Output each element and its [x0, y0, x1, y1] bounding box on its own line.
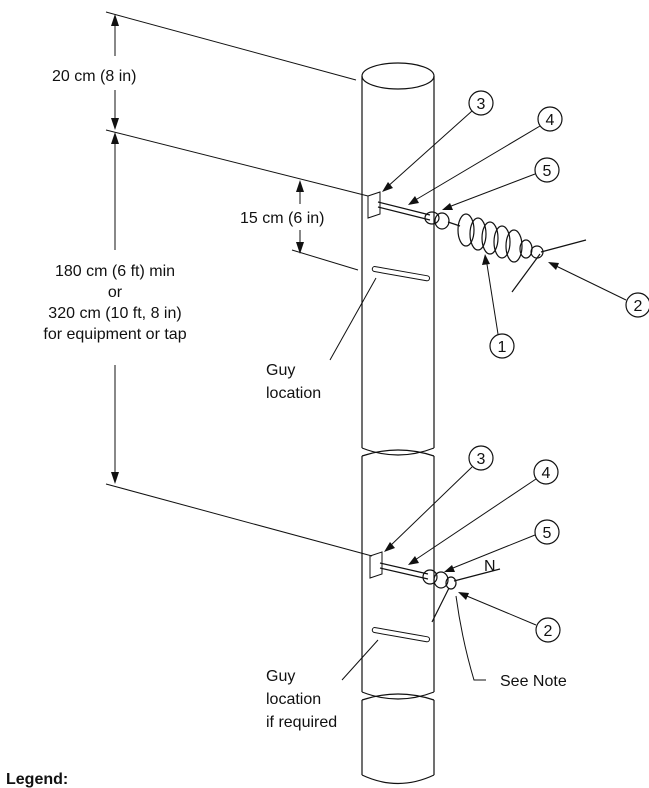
pole-break-upper-a	[361, 447, 435, 456]
lower-guy-wire	[431, 587, 450, 623]
guy-location-label-line2: location	[266, 385, 321, 402]
see-note-label: See Note	[500, 673, 567, 690]
dim-top-offset-label: 20 cm (8 in)	[52, 68, 136, 85]
pole	[361, 62, 435, 784]
pole-top-cap	[361, 62, 435, 90]
callout-upper-3	[468, 90, 494, 116]
dim-guy-offset-label: 15 cm (6 in)	[240, 210, 324, 227]
svg-text:5: 5	[543, 163, 552, 180]
guy-slot-upper	[371, 266, 430, 282]
pole-break-lower-b	[361, 693, 435, 701]
upper-bracket-plate	[367, 191, 381, 219]
ext-line-upper-attach	[105, 129, 369, 197]
dim-span-line4: for equipment or tap	[43, 326, 186, 343]
dimension-lines	[105, 11, 373, 557]
svg-text:1: 1	[498, 339, 507, 356]
lower-clevis	[433, 571, 449, 589]
callout-upper-1	[489, 333, 515, 359]
dim-span-line1: 180 cm (6 ft) min	[55, 263, 175, 280]
lower-callouts: 3 4 5 2	[384, 445, 561, 643]
lower-eye-bolt-b	[379, 567, 429, 580]
lower-neutral-wire	[453, 568, 501, 582]
see-note-leader	[455, 595, 486, 681]
pole-break-upper-b	[361, 449, 435, 457]
pole-break-lower-a	[361, 691, 435, 700]
upper-eye-bolt-b	[377, 206, 431, 221]
guy-upper-leader	[329, 277, 377, 361]
guy-slot-lower	[371, 627, 430, 643]
dim-span-line3: 320 cm (10 ft, 8 in)	[48, 305, 181, 322]
guy-if-required-line3: if required	[266, 714, 337, 731]
upper-clevis	[434, 212, 450, 230]
lower-bracket-plate	[369, 551, 383, 579]
callout-upper-4	[537, 106, 563, 132]
legend-heading: Legend:	[6, 771, 68, 788]
svg-text:2: 2	[544, 623, 553, 640]
ext-line-lower-attach	[105, 483, 373, 557]
ext-line-top	[105, 11, 357, 81]
upper-insulator	[457, 213, 533, 263]
callout-lower-5	[534, 519, 560, 545]
upper-conductor-a	[540, 239, 587, 253]
upper-conductor-b	[511, 253, 541, 293]
lower-end-fitting	[445, 576, 457, 590]
guy-location-label-line1: Guy	[266, 362, 295, 379]
svg-text:5: 5	[543, 525, 552, 542]
callout-lower-4	[533, 459, 559, 485]
svg-text:4: 4	[542, 465, 551, 482]
neutral-label: N	[484, 558, 496, 575]
lower-nut	[422, 569, 438, 585]
guy-lower-leader	[341, 639, 379, 681]
svg-text:3: 3	[477, 451, 486, 468]
upper-dead-end-assembly	[367, 191, 587, 293]
callout-lower-3	[468, 445, 494, 471]
upper-eye-bolt-a	[377, 201, 431, 216]
svg-text:2: 2	[634, 298, 643, 315]
callout-lower-2	[535, 617, 561, 643]
dim-span-line2: or	[108, 284, 123, 301]
guy-if-required-line1: Guy	[266, 668, 295, 685]
callout-upper-2	[625, 292, 649, 318]
callout-upper-5	[534, 157, 560, 183]
upper-nut	[424, 211, 440, 225]
pole-bottom-curve	[361, 774, 435, 784]
lower-dead-end-assembly	[369, 551, 501, 623]
lower-eye-bolt-a	[379, 562, 429, 575]
svg-text:4: 4	[546, 112, 555, 129]
guy-if-required-line2: location	[266, 691, 321, 708]
ext-line-upper-guy	[291, 249, 359, 271]
svg-text:3: 3	[477, 96, 486, 113]
upper-callouts: 3 4 5 1 2	[382, 90, 649, 359]
